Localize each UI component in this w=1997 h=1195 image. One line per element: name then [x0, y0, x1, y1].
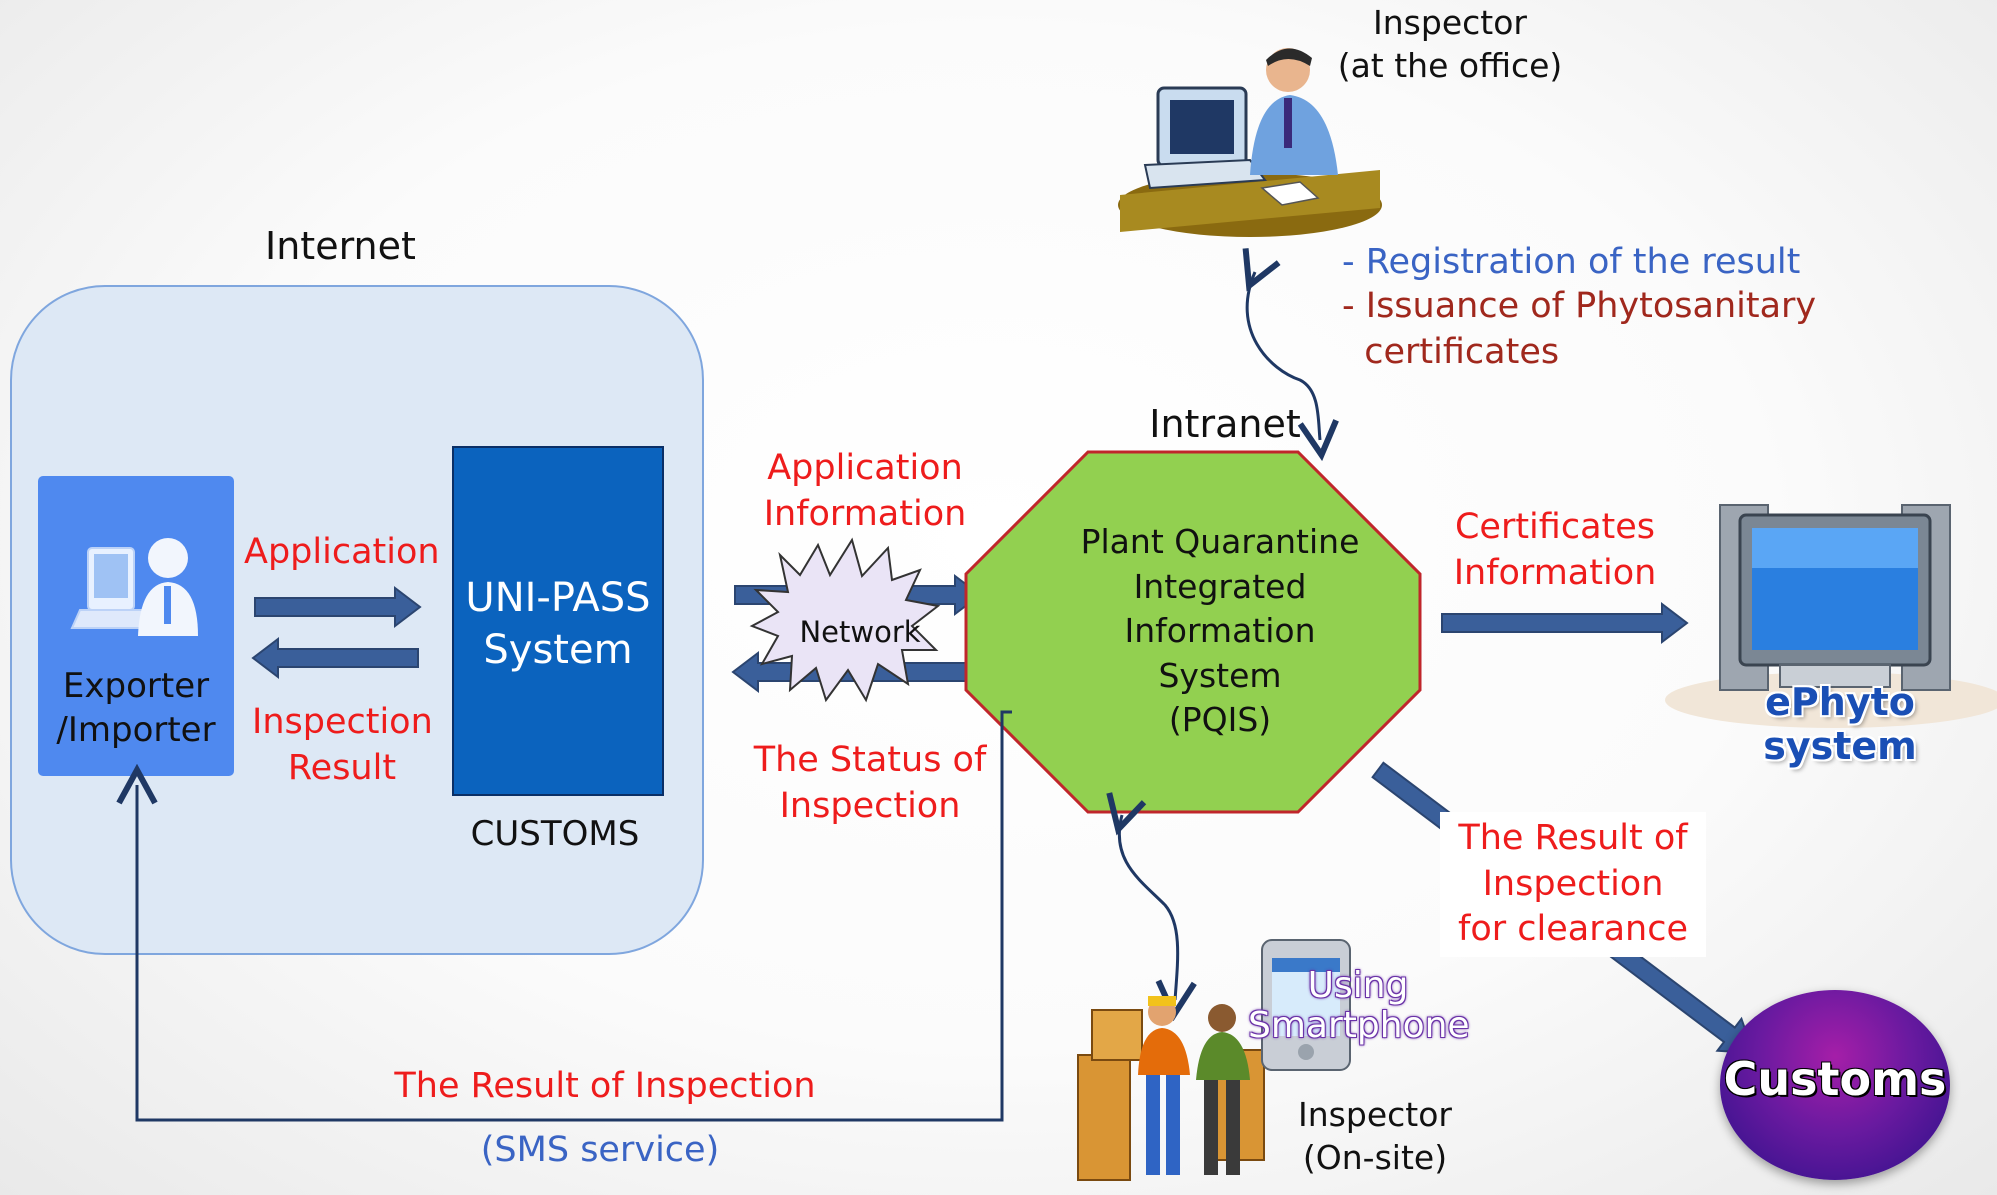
pqis-label: Plant Quarantine Integrated Information … — [1080, 522, 1360, 740]
unipass-system-box: UNI-PASS System — [452, 446, 664, 796]
exporter-label: Exporter /Importer — [56, 666, 216, 751]
intranet-label: Intranet — [1149, 402, 1301, 446]
onsite-workers-illustration — [1077, 996, 1265, 1181]
unipass-label: UNI-PASS System — [465, 575, 651, 673]
result-for-clearance-label: The Result of Inspection for clearance — [1440, 812, 1706, 957]
network-label: Network — [799, 615, 921, 649]
customs-circle: Customs — [1720, 990, 1950, 1180]
application-label: Application — [244, 532, 440, 572]
certificates-information-arrow — [1441, 601, 1689, 645]
registration-label: - Registration of the result — [1342, 242, 1801, 282]
office-inspector-label: Inspector (at the office) — [1337, 3, 1563, 85]
onsite-inspector-label: Inspector (On-site) — [1298, 1095, 1452, 1177]
customs-org-label: CUSTOMS — [470, 814, 640, 854]
sms-label: (SMS service) — [480, 1130, 720, 1170]
onsite-link-arrow — [1119, 815, 1177, 1000]
application-information-arrow — [734, 573, 982, 617]
application-information-label: Application Information — [763, 448, 967, 534]
exporter-user-icon — [70, 538, 198, 636]
inspection-result-label: Inspection Result — [252, 702, 433, 788]
ephyto-label: ePhyto system — [1763, 680, 1917, 768]
certificates-information-label: Certificates Information — [1453, 507, 1657, 593]
issuance-label: - Issuance of Phytosanitary certificates — [1342, 286, 1817, 372]
result-of-inspection-label: The Result of Inspection — [394, 1066, 816, 1106]
internet-label: Internet — [265, 224, 416, 268]
status-of-inspection-arrow — [731, 650, 979, 694]
customs-label: Customs — [1723, 1052, 1947, 1106]
exporter-importer-box: Exporter /Importer — [38, 476, 234, 776]
smartphone-label: Using Smartphone — [1248, 965, 1470, 1046]
status-of-inspection-label: The Status of Inspection — [753, 740, 987, 826]
